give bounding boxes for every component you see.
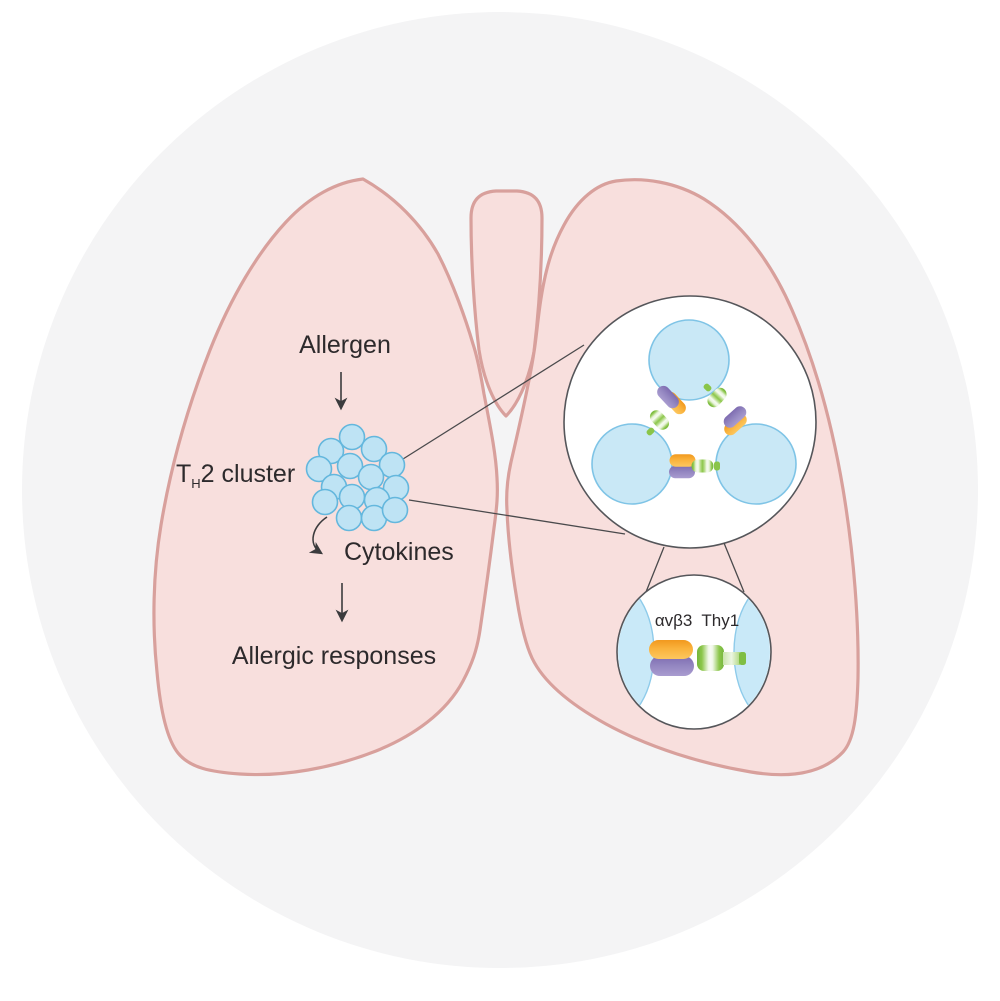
thy1-membrane-anchor xyxy=(703,383,712,392)
receptor-pair-right xyxy=(703,383,747,436)
thy1-pill xyxy=(707,387,727,408)
receptor-pair-bottom xyxy=(669,454,720,479)
th2-cluster xyxy=(305,423,410,532)
thy1-pill xyxy=(691,459,714,473)
avb3-purple-subunit xyxy=(650,656,694,676)
thy1-stem xyxy=(723,652,740,665)
allergen-label: Allergen xyxy=(299,331,391,359)
th2-cell-right xyxy=(715,423,797,505)
integrin-yellow-pill xyxy=(669,454,696,467)
receptor-pair-left xyxy=(646,385,686,436)
avb3-yellow-subunit xyxy=(649,640,693,659)
zoom-line-inset-left xyxy=(645,546,665,593)
zoom-line-cluster-bottom xyxy=(408,499,626,535)
th2-cell-left xyxy=(591,423,673,505)
thy1-label: Thy1 xyxy=(701,611,740,630)
inset-small-circle xyxy=(616,574,772,730)
cytokines-label: Cytokines xyxy=(344,538,454,566)
integrin-purple-pill xyxy=(657,385,679,409)
cluster-cell xyxy=(311,488,339,516)
cluster-cell xyxy=(357,463,385,491)
th2-label-subscript: H xyxy=(191,476,201,491)
cluster-cell xyxy=(335,504,363,532)
thy1-pill xyxy=(649,410,670,430)
thy1-membrane-anchor xyxy=(714,461,720,471)
cluster-cell xyxy=(336,452,364,480)
inset-small xyxy=(616,574,772,730)
trachea xyxy=(469,189,544,418)
cluster-cell xyxy=(338,423,366,451)
arrow-cluster-to-cytokines xyxy=(308,516,328,555)
thy1-anchor xyxy=(739,652,746,665)
th2-cell-top xyxy=(648,319,730,401)
zoom-line-cluster-top xyxy=(402,344,585,460)
thy1-head xyxy=(697,645,724,671)
zoom-line-inset-right xyxy=(723,542,745,593)
inset-large xyxy=(563,295,817,549)
avb3-label: αvβ3 xyxy=(654,611,693,630)
allergic-responses-label: Allergic responses xyxy=(231,642,437,670)
integrin-purple-pill xyxy=(723,406,747,428)
th2-label-t: T xyxy=(176,460,192,488)
cluster-cell xyxy=(360,435,388,463)
receptor-labels: αvβ3 Thy1 xyxy=(616,611,778,631)
thy1-membrane-anchor xyxy=(646,427,655,436)
th2-cluster-label: TH2 cluster xyxy=(176,460,296,491)
th2-label-rest: 2 cluster xyxy=(200,460,296,488)
integrin-purple-pill xyxy=(669,465,695,479)
cluster-cell xyxy=(305,455,333,483)
cluster-cell xyxy=(381,496,409,524)
